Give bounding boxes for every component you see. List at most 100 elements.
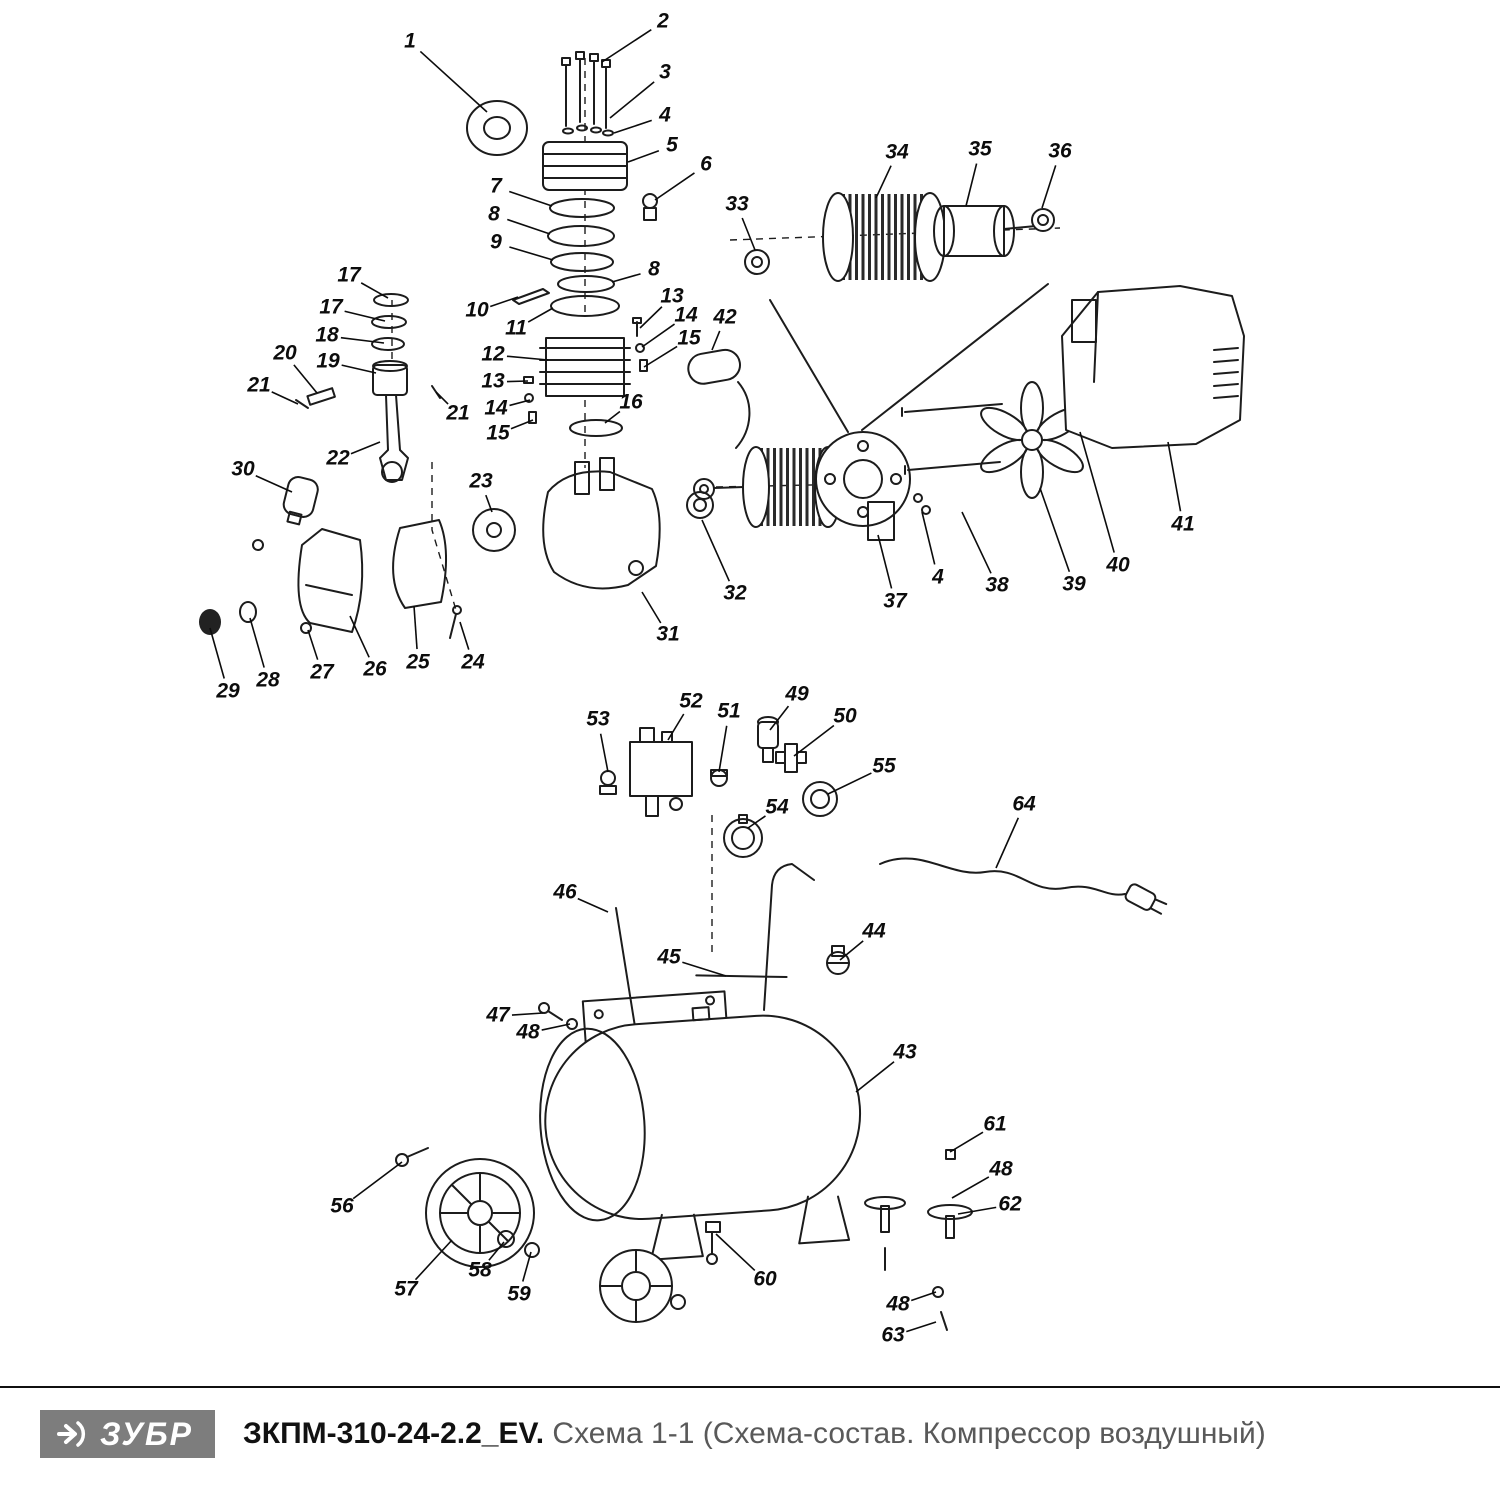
leader-line	[360, 282, 389, 299]
gauge-55	[802, 781, 838, 817]
controls-group	[599, 716, 838, 858]
rotor	[933, 205, 1037, 257]
leader-line	[601, 29, 652, 63]
capacitor-wire	[735, 381, 751, 449]
bracket-screws	[538, 1002, 578, 1030]
motor-fan	[980, 381, 1084, 499]
part-label-34: 34	[885, 141, 909, 164]
leader-line	[682, 961, 727, 977]
part-label-48: 48	[885, 1293, 910, 1316]
nut-59	[524, 1242, 540, 1258]
part-label-41: 41	[1170, 513, 1194, 536]
part-label-51: 51	[717, 700, 740, 723]
part-label-11: 11	[505, 317, 527, 340]
zubr-logo: ЗУБР	[40, 1410, 216, 1458]
part-label-57: 57	[394, 1278, 419, 1301]
part-label-10: 10	[465, 299, 489, 322]
shaft-seal	[686, 491, 714, 519]
part-label-19: 19	[316, 350, 340, 373]
part-label-27: 27	[309, 661, 335, 684]
leader-line	[701, 519, 731, 582]
leader-line	[1041, 165, 1057, 209]
pin-clip-left	[295, 399, 309, 409]
leader-line	[639, 306, 663, 329]
schema-subtitle: Схема 1-1 (Схема-состав. Компрессор возд…	[544, 1417, 1266, 1450]
leader-line	[995, 817, 1020, 869]
part-label-25: 25	[405, 651, 430, 674]
leader-line	[711, 330, 721, 351]
leader-line	[741, 217, 756, 251]
part-label-3: 3	[659, 61, 671, 84]
part-label-8: 8	[648, 258, 660, 281]
reed-valve	[512, 288, 550, 305]
part-label-39: 39	[1062, 573, 1086, 596]
washers	[562, 124, 614, 137]
leader-line	[951, 1176, 990, 1199]
part-label-58: 58	[468, 1259, 492, 1282]
part-label-20: 20	[272, 342, 297, 365]
leader-line	[511, 1012, 544, 1016]
leader-line	[340, 336, 385, 344]
part-label-50: 50	[833, 705, 857, 728]
part-label-5: 5	[666, 134, 678, 157]
leader-line	[604, 410, 621, 424]
leader-line	[527, 307, 554, 323]
leader-line	[459, 621, 470, 650]
flywheel	[466, 100, 528, 156]
power-cord	[879, 857, 1168, 915]
wheel-small	[599, 1249, 686, 1323]
leader-line	[654, 172, 695, 201]
fan-cover	[1061, 285, 1245, 449]
part-label-37: 37	[883, 590, 908, 613]
cylinder-head	[542, 141, 628, 191]
part-label-38: 38	[985, 574, 1009, 597]
piston-ring-2	[371, 315, 407, 329]
part-label-2: 2	[656, 10, 669, 33]
leader-line	[965, 163, 978, 207]
leader-line	[541, 1023, 571, 1031]
rubber-feet	[864, 1149, 973, 1331]
leader-line	[435, 391, 449, 405]
axle-bolt	[395, 1147, 429, 1167]
part-label-26: 26	[362, 658, 387, 681]
leader-line	[344, 310, 386, 322]
shroud-gasket	[392, 519, 447, 609]
part-label-29: 29	[215, 680, 240, 703]
rubber-cap-29	[199, 609, 221, 635]
leader-line	[414, 1239, 453, 1281]
part-label-44: 44	[861, 920, 886, 943]
leader-line	[271, 391, 299, 405]
part-label-43: 43	[892, 1041, 917, 1064]
leader-line	[1167, 441, 1182, 512]
part-label-28: 28	[255, 669, 280, 692]
part-label-14: 14	[674, 304, 698, 327]
leader-line	[613, 119, 652, 134]
leader-line	[875, 165, 892, 199]
washer-28	[239, 601, 257, 623]
capacitor	[687, 348, 741, 385]
leader-line	[718, 725, 728, 773]
leader-line	[609, 81, 655, 119]
part-label-33: 33	[725, 193, 749, 216]
leader-line	[827, 772, 872, 795]
part-label-6: 6	[700, 153, 712, 176]
cylinder	[539, 337, 631, 397]
screw-24	[449, 605, 462, 639]
bearing-33	[744, 249, 770, 275]
part-label-23: 23	[468, 470, 493, 493]
pressure-switch	[629, 727, 693, 817]
part-label-36: 36	[1048, 140, 1072, 163]
part-label-53: 53	[586, 708, 610, 731]
part-label-62: 62	[998, 1193, 1022, 1216]
leader-line	[906, 1321, 937, 1333]
leader-line	[747, 815, 766, 829]
part-label-21: 21	[246, 374, 270, 397]
leader-line	[1079, 431, 1115, 553]
leader-line	[715, 1233, 756, 1272]
leader-line	[769, 705, 790, 731]
part-label-60: 60	[753, 1268, 777, 1291]
part-label-9: 9	[490, 231, 502, 254]
leader-line	[488, 1241, 505, 1261]
leader-line	[961, 511, 992, 574]
